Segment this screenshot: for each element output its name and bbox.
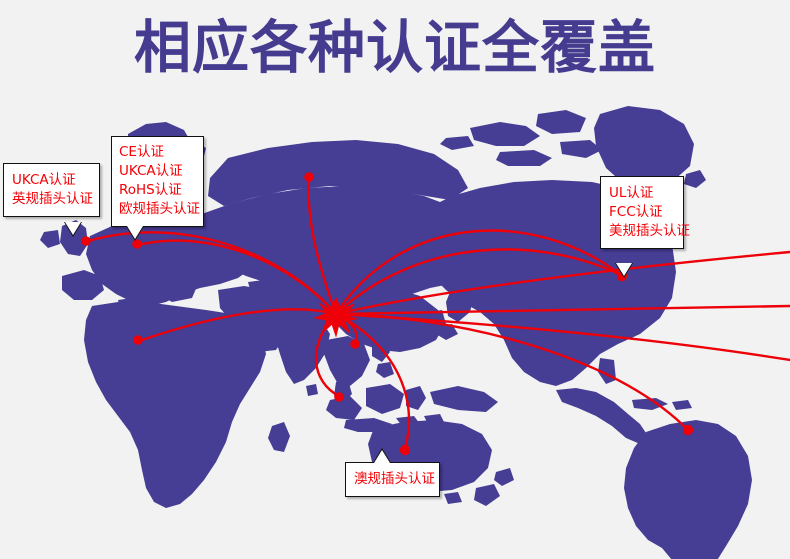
sri-lanka [306, 384, 318, 396]
page-title: 相应各种认证全覆盖 [134, 15, 656, 81]
india [274, 310, 330, 384]
caribbean-2 [672, 400, 692, 410]
callout-ce-line-3: RoHS认证 [119, 182, 182, 199]
borneo [366, 384, 404, 414]
callout-ukca-tail-fill [65, 222, 81, 235]
callout-ukca[interactable]: UKCA认证 英规插头认证 [3, 163, 100, 237]
callout-ce-line-4: 欧规插头认证 [119, 201, 200, 218]
callout-ce-line-1: CE认证 [119, 144, 164, 160]
callout-ce[interactable]: CE认证 UKCA认证 RoHS认证 欧规插头认证 [111, 136, 204, 241]
callout-ul[interactable]: UL认证 FCC认证 美规插头认证 [600, 176, 690, 278]
sulawesi [406, 386, 426, 410]
callout-au-line-1: 澳规插头认证 [354, 471, 435, 487]
callout-au[interactable]: 澳规插头认证 [345, 448, 440, 498]
sumatra [326, 396, 362, 420]
arctic-islands-1 [470, 122, 540, 146]
callout-ce-line-2: UKCA认证 [119, 163, 183, 180]
florida [598, 358, 616, 384]
greenland [594, 106, 694, 190]
new-zealand-north [494, 468, 514, 486]
south-america [624, 420, 752, 559]
callout-ul-line-3: 美规插头认证 [609, 223, 690, 240]
philippines-2 [376, 362, 394, 378]
callout-ul-tail-fill [616, 263, 632, 276]
callout-au-tail-fill [374, 450, 390, 463]
japan-south [436, 324, 458, 340]
callout-ul-line-2: FCC认证 [609, 204, 663, 221]
africa [84, 302, 266, 508]
ireland [40, 230, 60, 248]
new-zealand-south [474, 484, 500, 506]
callout-ul-line-1: UL认证 [609, 185, 654, 201]
arctic-islands-2 [536, 110, 586, 134]
madagascar [268, 422, 290, 452]
arctic-islands-3 [496, 150, 552, 166]
callout-ukca-line-2: 英规插头认证 [12, 191, 93, 208]
callout-ukca-line-1: UKCA认证 [12, 172, 76, 188]
tasmania [444, 492, 462, 504]
callout-ce-tail-fill [127, 226, 143, 239]
greenland-tip [684, 170, 706, 188]
new-guinea [430, 386, 498, 412]
arctic-islands-5 [440, 136, 474, 150]
central-america [556, 388, 648, 444]
caribbean-1 [632, 398, 668, 410]
arctic-islands-4 [560, 140, 602, 158]
siberia-north [208, 140, 468, 206]
